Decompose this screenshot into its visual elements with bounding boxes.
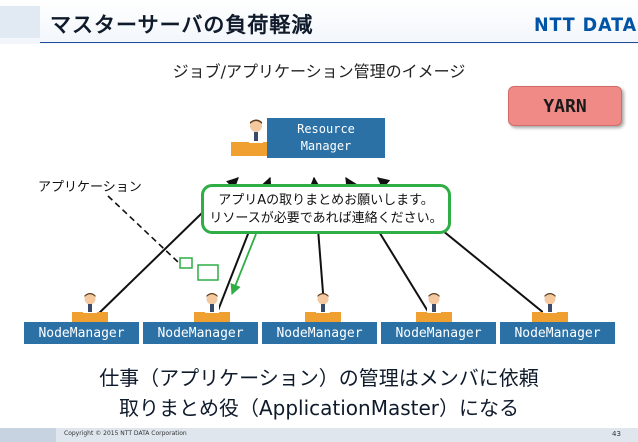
node-manager-box: NodeManager: [500, 322, 615, 344]
diagram-subtitle: ジョブ/アプリケーション管理のイメージ: [172, 62, 466, 81]
application-label: アプリケーション: [38, 180, 142, 195]
person-icon: [194, 293, 230, 322]
yarn-badge: YARN: [508, 86, 622, 126]
speech-bubble-line1: アプリAの取りまとめお願いします。: [218, 193, 434, 208]
title-bar: [0, 0, 638, 44]
resource-manager-label-line2: Manager: [300, 139, 352, 153]
caption-line2: 取りまとめ役（ApplicationMaster）になる: [118, 396, 520, 420]
title-divider: [40, 42, 638, 43]
node-manager-box: NodeManager: [262, 322, 377, 344]
node-manager-box: NodeManager: [143, 322, 258, 344]
node-manager-box: NodeManager: [24, 322, 139, 344]
speech-bubble-line2: リソースが必要であれば連絡ください。: [209, 211, 443, 226]
application-document: [197, 264, 219, 281]
resource-manager-label-line1: Resource: [297, 122, 355, 136]
copyright-text: Copyright © 2015 NTT DATA Corporation: [64, 430, 187, 437]
person-icon: [532, 293, 568, 322]
page-number: 43: [612, 430, 621, 438]
bubble-pointer: [230, 233, 257, 296]
person-icon: [305, 293, 341, 322]
ntt-data-logo: NTT DATA: [534, 14, 638, 36]
application-pointer: [107, 195, 179, 263]
title-accent: [0, 6, 40, 38]
application-document: [179, 257, 193, 269]
slide-title: マスターサーバの負荷軽減: [50, 13, 314, 37]
person-icon: [72, 293, 108, 322]
speech-bubble: アプリAの取りまとめお願いします。 リソースが必要であれば連絡ください。: [201, 184, 451, 234]
person-icon: [416, 293, 452, 322]
resource-manager-box: Resource Manager: [267, 118, 385, 158]
footer-accent: [0, 428, 56, 442]
node-manager-box: NodeManager: [381, 322, 496, 344]
person-icon: [231, 119, 271, 156]
footer-bar: [0, 428, 638, 442]
caption-line1: 仕事（アプリケーション）の管理はメンバに依頼: [99, 366, 539, 390]
